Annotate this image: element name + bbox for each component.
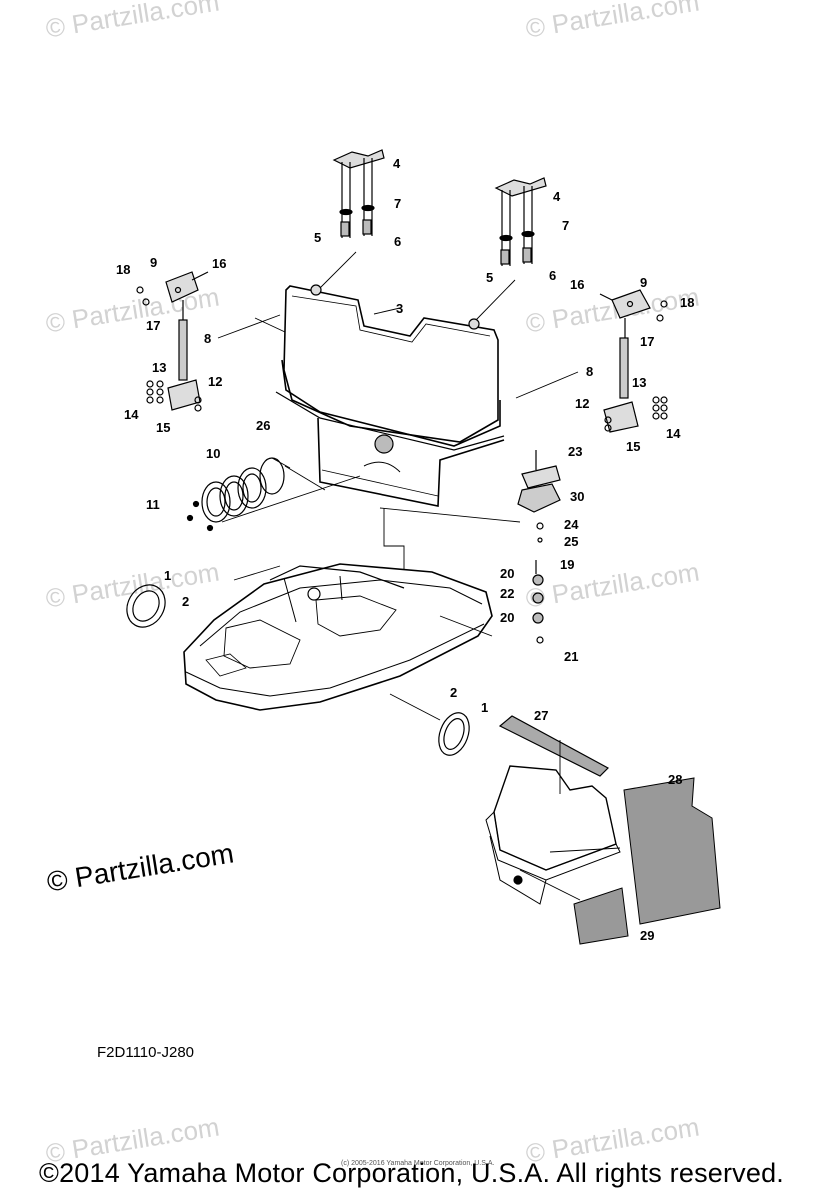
callout-1: 1 [481,700,488,715]
callout-6: 6 [394,234,401,249]
callout-20: 20 [500,610,514,625]
floor-mat-large [623,777,721,925]
callout-22: 22 [500,586,514,601]
small-copyright: (c) 2005-2016 Yamaha Motor Corporation, … [341,1160,495,1167]
callout-19: 19 [560,557,574,572]
callout-28: 28 [668,772,682,787]
callout-4: 4 [553,189,561,204]
callout-14: 14 [666,426,681,441]
callout-20: 20 [500,566,514,581]
callout-15: 15 [156,420,170,435]
callout-29: 29 [640,928,654,943]
callout-1: 1 [164,568,171,583]
speaker-rings [186,457,361,532]
callout-23: 23 [568,444,582,459]
callout-11: 11 [146,497,160,512]
callout-14: 14 [124,407,139,422]
copyright-footer: ©2014 Yamaha Motor Corporation, U.S.A. A… [38,1158,785,1188]
gas-strut-right [515,289,668,433]
hull-ring-left [126,584,166,628]
callout-12: 12 [575,396,589,411]
callout-13: 13 [632,375,646,390]
callout-18: 18 [680,295,694,310]
callout-9: 9 [150,255,157,270]
boat-hull [183,563,493,721]
callout-13: 13 [152,360,166,375]
callout-4: 4 [393,156,401,171]
storage-tray [485,715,621,905]
callout-26: 26 [256,418,270,433]
callout-17: 17 [640,334,654,349]
hatch-latch-assembly [379,450,561,644]
callout-12: 12 [208,374,222,389]
hinge-pin-set-right [475,177,547,321]
callout-10: 10 [206,446,220,461]
callout-24: 24 [564,517,579,532]
callout-7: 7 [394,196,401,211]
floor-mat-small [573,887,629,945]
callout-15: 15 [626,439,640,454]
callout-21: 21 [564,649,578,664]
callout-25: 25 [564,534,578,549]
callout-2: 2 [182,594,189,609]
callout-2: 2 [450,685,457,700]
callout-18: 18 [116,262,130,277]
callout-30: 30 [570,489,584,504]
callout-8: 8 [204,331,211,346]
hinge-pin-set-left [317,149,385,291]
callout-16: 16 [212,256,226,271]
callout-3: 3 [396,301,403,316]
engine-hatch-cover [275,284,505,507]
callout-5: 5 [314,230,321,245]
callout-5: 5 [486,270,493,285]
diagram-code: F2D1110-J280 [97,1044,195,1061]
callout-6: 6 [549,268,556,283]
hull-ring-right [438,712,470,756]
gas-strut-left [136,271,286,412]
callout-9: 9 [640,275,647,290]
callout-7: 7 [562,218,569,233]
callout-17: 17 [146,318,160,333]
callout-16: 16 [570,277,584,292]
callout-8: 8 [586,364,593,379]
callout-27: 27 [534,708,548,723]
